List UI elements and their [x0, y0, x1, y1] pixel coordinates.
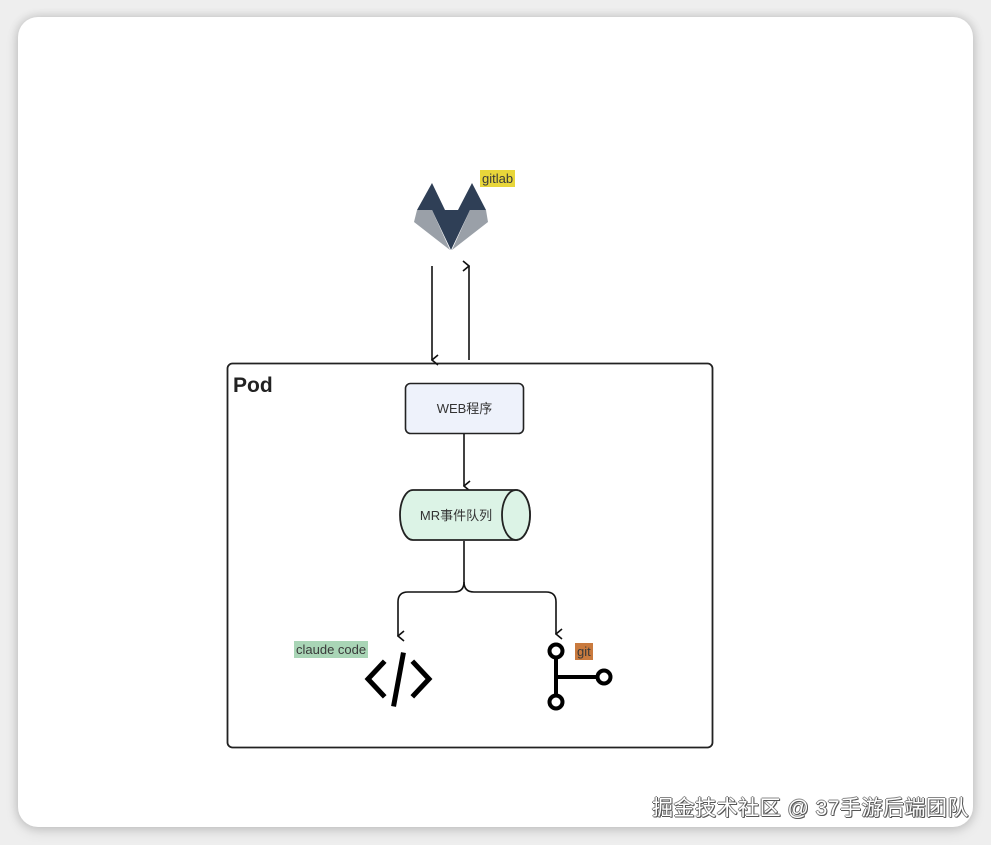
git-branch-icon	[547, 642, 613, 711]
code-icon	[364, 652, 433, 707]
mr-queue-label: MR事件队列	[419, 508, 493, 523]
watermark: 掘金技术社区 @ 37手游后端团队	[652, 797, 969, 820]
edge-queue-to-claude	[398, 541, 465, 636]
gitlab-logo-icon	[414, 183, 488, 250]
gitlab-label: gitlab	[480, 170, 516, 187]
web-app-node	[404, 382, 525, 435]
edge-queue-to-git	[463, 581, 556, 634]
mr-queue-node	[399, 489, 531, 541]
web-app-label: WEB程序	[436, 401, 493, 416]
git-label: git	[575, 643, 593, 660]
claude-code-label: claude code	[294, 641, 369, 658]
pod-title: Pod	[233, 374, 273, 397]
